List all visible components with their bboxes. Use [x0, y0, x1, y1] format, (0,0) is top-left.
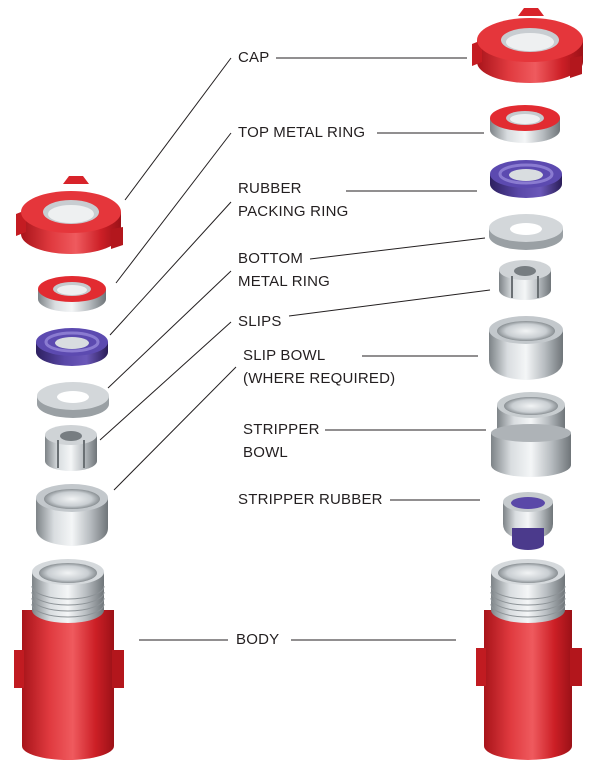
label-slip-bowl-line1: SLIP BOWL [243, 347, 326, 364]
leader-rubber-left [109, 201, 232, 336]
right-bottom-metal-ring [489, 214, 563, 250]
leader-slips-right [288, 289, 491, 317]
left-cap [16, 176, 123, 254]
label-stripper-bowl-line2: BOWL [243, 444, 288, 461]
left-slip-bowl [36, 484, 108, 546]
label-slips: SLIPS [238, 313, 282, 330]
leader-bottom-ring-right [309, 237, 486, 260]
label-stripper-rubber: STRIPPER RUBBER [238, 491, 383, 508]
right-slips [499, 260, 551, 300]
label-body: BODY [236, 631, 280, 648]
label-bottom-metal-ring-line1: BOTTOM [238, 250, 304, 267]
leader-slips-left [99, 321, 232, 441]
right-cap [472, 8, 583, 83]
label-rubber-packing-ring-line1: RUBBER [238, 180, 302, 197]
left-body [14, 559, 124, 760]
label-bottom-metal-ring-line2: METAL RING [238, 273, 331, 290]
right-top-metal-ring [490, 105, 560, 143]
label-slip-bowl-line2: (WHERE REQUIRED) [243, 370, 396, 387]
label-cap: CAP [238, 49, 270, 66]
left-bottom-metal-ring [37, 382, 109, 418]
left-rubber-packing-ring [36, 328, 108, 366]
leader-top-ring-left [115, 132, 232, 284]
right-stripper-bowl [491, 392, 571, 477]
label-top-metal-ring: TOP METAL RING [238, 124, 366, 141]
leader-bottom-ring-left [107, 270, 232, 389]
right-rubber-packing-ring [490, 160, 562, 198]
right-slip-bowl [489, 316, 563, 380]
label-stripper-bowl-line1: STRIPPER [243, 421, 320, 438]
right-body [476, 559, 582, 760]
left-top-metal-ring [38, 276, 106, 312]
left-slips [45, 425, 97, 471]
right-stripper-rubber [503, 492, 553, 550]
label-rubber-packing-ring-line2: PACKING RING [238, 203, 349, 220]
leader-cap-left [124, 57, 232, 201]
leader-slip-bowl-left [113, 366, 237, 491]
